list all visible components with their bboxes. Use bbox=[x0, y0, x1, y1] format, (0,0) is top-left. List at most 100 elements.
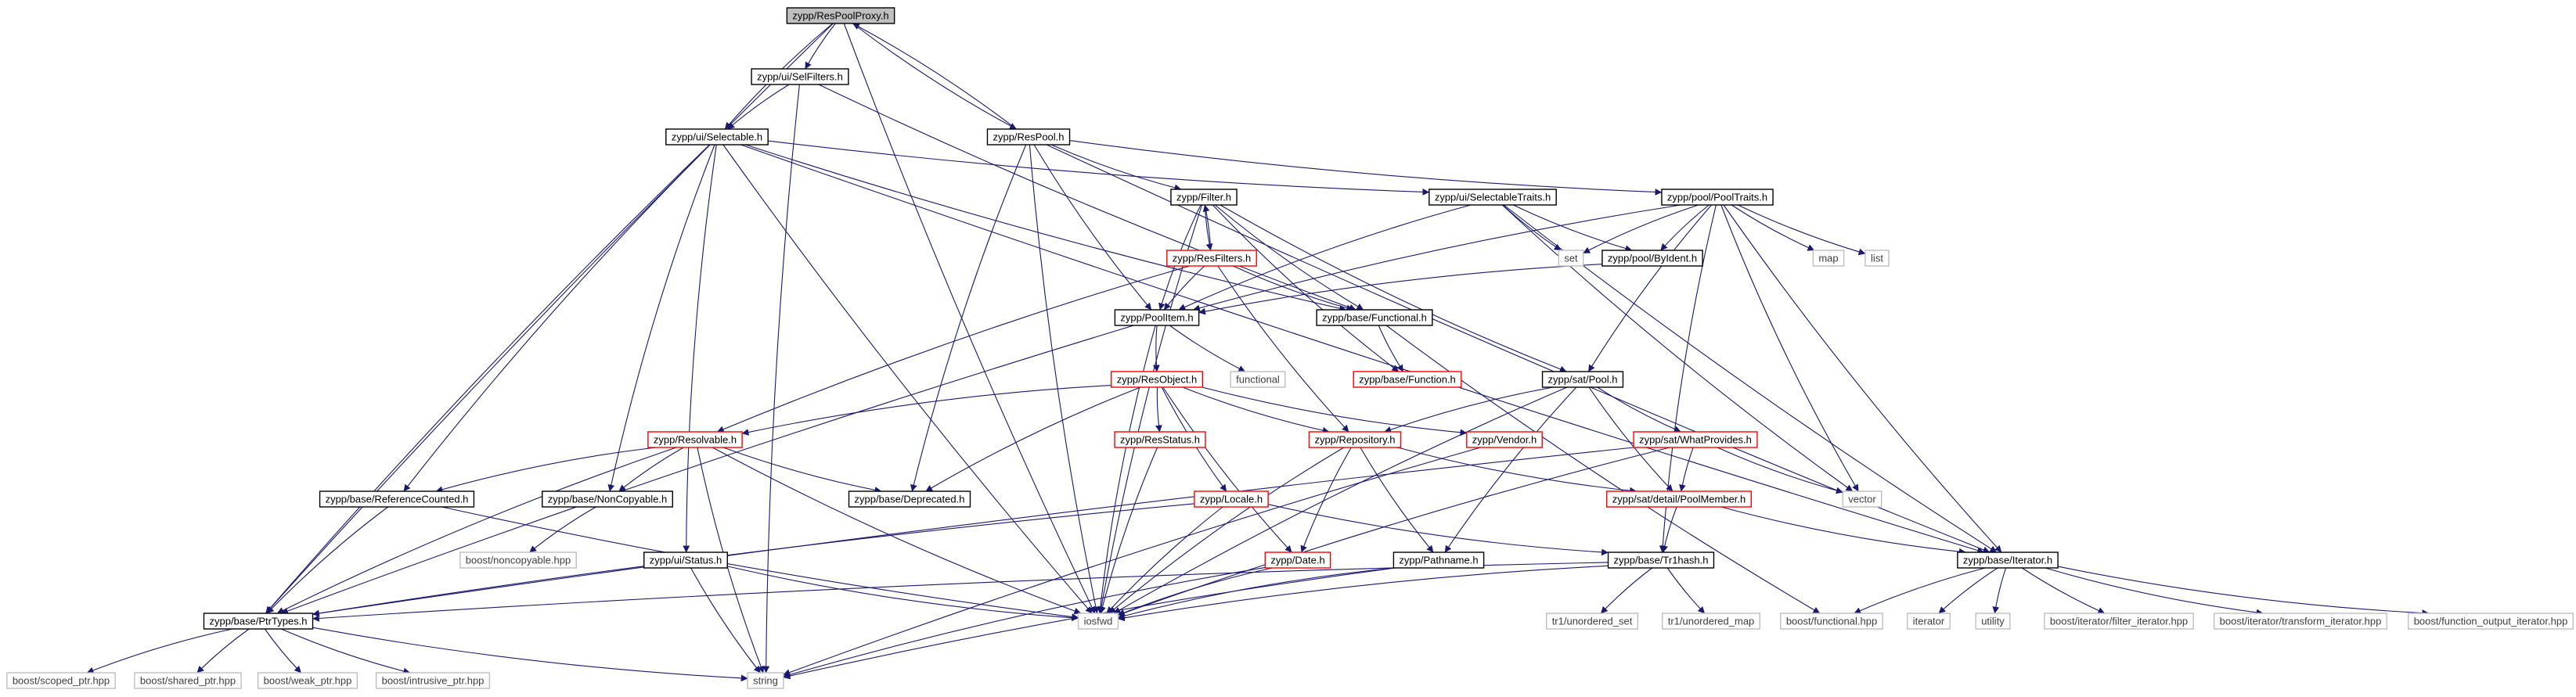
node-locale[interactable]: zypp/Locale.h bbox=[1194, 490, 1269, 508]
node-box bbox=[1633, 431, 1758, 448]
node-iterator-h[interactable]: zypp/base/Iterator.h bbox=[1957, 551, 2059, 569]
edge-resobject-to-vendor bbox=[1202, 386, 1468, 437]
node-refcounted[interactable]: zypp/base/ReferenceCounted.h bbox=[319, 490, 475, 508]
edge-selectable-to-ptrtypes bbox=[265, 144, 710, 614]
node-box bbox=[665, 128, 769, 146]
node-label: tr1/unordered_map bbox=[1668, 616, 1755, 627]
edge-repository-to-date bbox=[1300, 447, 1352, 553]
node-respool[interactable]: zypp/ResPool.h bbox=[986, 128, 1071, 146]
node-satpool[interactable]: zypp/sat/Pool.h bbox=[1541, 371, 1624, 388]
node-label: boost/functional.hpp bbox=[1786, 616, 1877, 627]
edge-poolmember-to-trhash bbox=[1661, 506, 1677, 553]
node-boost-shared-ptr: boost/shared_ptr.hpp bbox=[134, 672, 242, 689]
edge-repository-to-pathname bbox=[1360, 447, 1434, 553]
node-noncopyable[interactable]: zypp/base/NonCopyable.h bbox=[542, 490, 673, 508]
edge-selectable-to-status bbox=[683, 144, 717, 553]
edge-date-to-string bbox=[783, 566, 1266, 678]
edge-resfilters-to-repository bbox=[1217, 265, 1349, 433]
node-box bbox=[6, 672, 116, 689]
edge-selectable-to-functional-h bbox=[745, 144, 1347, 312]
node-boost-transform-iterator: boost/iterator/transform_iterator.hpp bbox=[2213, 613, 2388, 630]
edge-pooltraits-to-iterator-h bbox=[1723, 204, 2002, 553]
edge-resfilters-to-resolvable bbox=[716, 265, 1190, 433]
node-selectabletraits[interactable]: zypp/ui/SelectableTraits.h bbox=[1429, 189, 1557, 206]
edge-locale-to-ptrtypes bbox=[312, 503, 1194, 617]
node-functional-h[interactable]: zypp/base/Functional.h bbox=[1316, 309, 1433, 326]
node-map: map bbox=[1812, 250, 1845, 267]
node-resobject[interactable]: zypp/ResObject.h bbox=[1110, 371, 1204, 388]
node-label: vector bbox=[1848, 494, 1876, 505]
edge-iterator-h-to-utility bbox=[1992, 567, 2007, 614]
edge-ptrtypes-to-boost-intrusive-ptr bbox=[281, 628, 411, 675]
node-label: string bbox=[753, 675, 778, 687]
node-vendor[interactable]: zypp/Vendor.h bbox=[1466, 431, 1543, 448]
node-function-h[interactable]: zypp/base/Function.h bbox=[1353, 371, 1462, 388]
node-label: boost/intrusive_ptr.hpp bbox=[382, 675, 485, 687]
node-date[interactable]: zypp/Date.h bbox=[1264, 551, 1331, 569]
node-label: zypp/base/PtrTypes.h bbox=[209, 616, 307, 627]
node-label: zypp/pool/ByIdent.h bbox=[1608, 253, 1697, 264]
node-selfilters[interactable]: zypp/ui/SelFilters.h bbox=[751, 68, 849, 85]
edge-trhash-to-tr1-unordered-map bbox=[1666, 567, 1706, 614]
node-selectable[interactable]: zypp/ui/Selectable.h bbox=[665, 128, 769, 146]
node-repository[interactable]: zypp/Repository.h bbox=[1308, 431, 1402, 448]
node-label: tr1/unordered_set bbox=[1552, 616, 1633, 627]
node-box bbox=[747, 672, 784, 689]
node-set: set bbox=[1558, 250, 1584, 267]
edges-layer bbox=[86, 23, 2430, 682]
node-vector: vector bbox=[1842, 490, 1882, 508]
node-ptrtypes[interactable]: zypp/base/PtrTypes.h bbox=[203, 613, 314, 630]
node-boost-weak-ptr: boost/weak_ptr.hpp bbox=[257, 672, 358, 689]
node-box bbox=[1110, 371, 1204, 388]
node-pooltraits[interactable]: zypp/pool/PoolTraits.h bbox=[1661, 189, 1774, 206]
node-label: zypp/ResFilters.h bbox=[1173, 253, 1251, 264]
node-box bbox=[2044, 613, 2194, 630]
node-box bbox=[1166, 250, 1257, 267]
node-filter[interactable]: zypp/Filter.h bbox=[1170, 189, 1238, 206]
node-label: zypp/Locale.h bbox=[1200, 494, 1263, 505]
edge-resobject-to-resolvable bbox=[741, 385, 1111, 436]
node-label: boost/scoped_ptr.hpp bbox=[13, 675, 110, 687]
node-label: zypp/base/NonCopyable.h bbox=[548, 494, 668, 505]
node-byident[interactable]: zypp/pool/ByIdent.h bbox=[1601, 250, 1703, 267]
edge-pooltraits-to-set bbox=[1583, 204, 1699, 253]
edge-iterator-h-to-boost-filter-iterator bbox=[2021, 567, 2106, 614]
node-resfilters[interactable]: zypp/ResFilters.h bbox=[1166, 250, 1257, 267]
edge-satpool-to-pathname bbox=[1444, 386, 1577, 553]
node-label: zypp/sat/Pool.h bbox=[1548, 374, 1618, 386]
edge-selectabletraits-to-vector bbox=[1501, 204, 1854, 492]
node-label: list bbox=[1871, 253, 1883, 264]
node-whatprovides[interactable]: zypp/sat/WhatProvides.h bbox=[1633, 431, 1758, 448]
edge-selectable-to-selectabletraits bbox=[768, 140, 1430, 196]
edge-satpool-to-iosfwd bbox=[1113, 386, 1568, 614]
edge-iterator-h-to-boost-functional bbox=[1854, 567, 1986, 614]
edge-iterator-h-to-boost-transform-iterator bbox=[2045, 567, 2264, 616]
node-status[interactable]: zypp/ui/Status.h bbox=[643, 551, 728, 569]
node-trhash[interactable]: zypp/base/Tr1hash.h bbox=[1607, 551, 1715, 569]
edge-pooltraits-to-byident bbox=[1660, 204, 1710, 251]
node-respoolproxy[interactable]: zypp/ResPoolProxy.h bbox=[786, 7, 895, 24]
node-poolmember[interactable]: zypp/sat/detail/PoolMember.h bbox=[1606, 490, 1752, 508]
edge-status-to-string bbox=[690, 567, 761, 674]
node-box bbox=[751, 68, 849, 85]
node-pathname[interactable]: zypp/Pathname.h bbox=[1392, 551, 1485, 569]
edge-respool-to-iosfwd bbox=[1029, 144, 1100, 614]
edge-ptrtypes-to-boost-weak-ptr bbox=[264, 628, 302, 674]
edge-filter-to-function-h bbox=[1212, 204, 1400, 372]
node-label: boost/iterator/transform_iterator.hpp bbox=[2220, 616, 2382, 627]
node-label: zypp/Vendor.h bbox=[1472, 434, 1537, 446]
node-label: zypp/ui/SelectableTraits.h bbox=[1435, 192, 1551, 203]
node-resstatus[interactable]: zypp/ResStatus.h bbox=[1114, 431, 1206, 448]
node-resolvable[interactable]: zypp/Resolvable.h bbox=[647, 431, 743, 448]
edge-resobject-to-resstatus bbox=[1155, 386, 1162, 433]
node-label: zypp/Resolvable.h bbox=[654, 434, 737, 446]
edge-resolvable-to-ptrtypes bbox=[276, 447, 677, 614]
node-deprecated[interactable]: zypp/base/Deprecated.h bbox=[848, 490, 971, 508]
node-box bbox=[1812, 250, 1845, 267]
node-box bbox=[1114, 309, 1200, 326]
node-label: map bbox=[1818, 253, 1838, 264]
node-box bbox=[319, 490, 475, 508]
edge-resstatus-to-iosfwd bbox=[1099, 447, 1158, 614]
node-poolitem[interactable]: zypp/PoolItem.h bbox=[1114, 309, 1200, 326]
edge-selectable-to-iterator-h bbox=[740, 144, 1984, 554]
